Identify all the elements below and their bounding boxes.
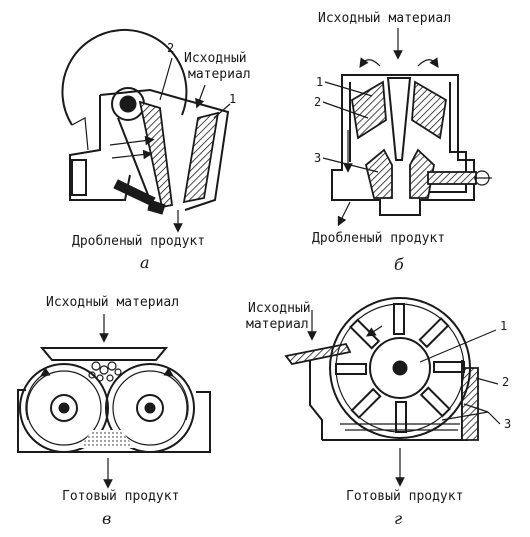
callout-b-1: 1 bbox=[316, 75, 323, 89]
output-label-d: Готовый продукт bbox=[346, 489, 463, 504]
callout-a-1: 1 bbox=[229, 92, 236, 106]
roll-crusher-frame bbox=[17, 389, 211, 453]
panel-a-jaw-crusher: 2 1 Исходный материал Дробленый продукт … bbox=[61, 28, 251, 272]
feed-label-d-2: материал bbox=[246, 317, 309, 332]
output-label-c: Готовый продукт bbox=[62, 489, 179, 504]
caption-d: г bbox=[394, 509, 402, 528]
toggle-plate bbox=[113, 179, 156, 206]
feed-label-b: Исходный материал bbox=[318, 11, 451, 26]
jaw-crusher-flywheel bbox=[61, 28, 188, 126]
callout-d-1: 1 bbox=[500, 319, 507, 333]
callout-b-3: 3 bbox=[314, 151, 321, 165]
rotor-hub bbox=[369, 337, 431, 399]
fixed-cone bbox=[351, 80, 387, 140]
fixed-jaw bbox=[182, 111, 220, 204]
caption-b: б bbox=[394, 255, 404, 274]
grate bbox=[340, 423, 460, 431]
caption-a: а bbox=[140, 253, 150, 272]
callout-d-2: 2 bbox=[502, 375, 509, 389]
crushing-cone bbox=[386, 77, 412, 161]
output-label-a: Дробленый продукт bbox=[72, 234, 205, 249]
jaw-crusher-frame bbox=[69, 88, 230, 211]
feed-label-a-2: материал bbox=[188, 67, 251, 82]
feed-label-a-1: Исходный bbox=[184, 51, 247, 66]
caption-c: в bbox=[102, 509, 111, 528]
cone-crusher-housing bbox=[331, 74, 475, 216]
feed-lumps bbox=[88, 361, 122, 382]
roll-crusher-hopper bbox=[39, 347, 169, 361]
panel-d-impact-crusher: Исходный материал 1 2 3 bbox=[246, 297, 511, 528]
callout-d-3: 3 bbox=[504, 417, 511, 431]
output-label-b: Дробленый продукт bbox=[312, 231, 445, 246]
feed-chute bbox=[284, 342, 352, 365]
crushed-product bbox=[80, 430, 134, 448]
eccentric-bushing bbox=[364, 148, 393, 199]
panel-b-cone-crusher: Исходный материал 1 2 3 Дробленый продук… bbox=[312, 11, 492, 274]
callout-b-2: 2 bbox=[314, 95, 321, 109]
feed-label-d-1: Исходный bbox=[248, 301, 311, 316]
movable-jaw bbox=[138, 100, 173, 209]
callout-a-2: 2 bbox=[167, 41, 174, 55]
panel-c-roll-crusher: Исходный материал bbox=[17, 295, 211, 528]
rotor-drum bbox=[329, 297, 471, 439]
feed-label-c: Исходный материал bbox=[46, 295, 179, 310]
